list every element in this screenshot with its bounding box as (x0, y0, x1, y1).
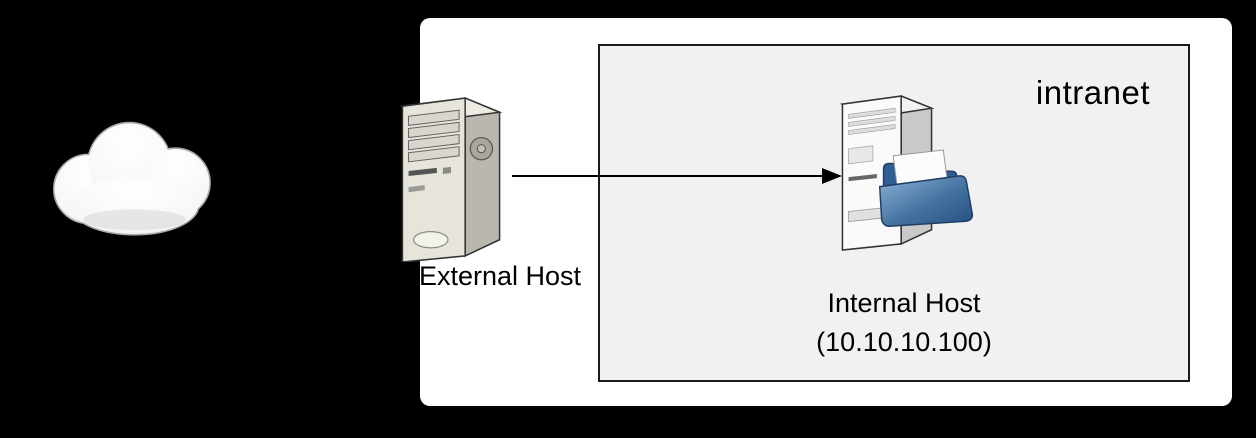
internal-host-label: Internal Host (827, 288, 981, 318)
cloud-icon (53, 121, 211, 236)
internal-host-ip: (10.10.10.100) (816, 327, 992, 358)
folder-icon (878, 149, 974, 227)
external-host-label: External Host (418, 261, 582, 291)
connection-arrow (512, 168, 842, 184)
external-host-icon (399, 96, 503, 262)
internal-host-label-block: Internal Host (10.10.10.100) (778, 284, 1030, 362)
intranet-label: intranet (1035, 74, 1150, 111)
